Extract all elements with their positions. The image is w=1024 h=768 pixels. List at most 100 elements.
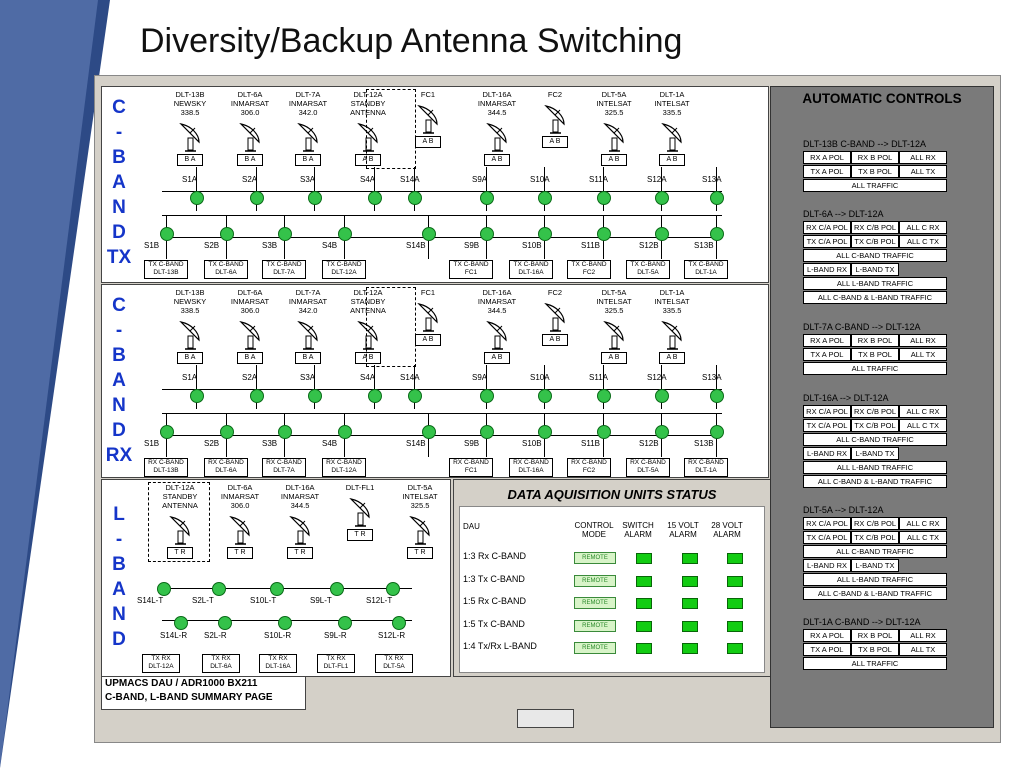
switch-indicator[interactable] [422, 425, 436, 439]
control-button-l-band-tx[interactable]: L-BAND TX [851, 559, 899, 572]
switch-indicator[interactable] [480, 227, 494, 241]
control-button[interactable]: TX C/B POL [851, 531, 899, 544]
switch-indicator[interactable] [220, 425, 234, 439]
switch-indicator[interactable] [408, 389, 422, 403]
switch-indicator[interactable] [538, 425, 552, 439]
switch-indicator[interactable] [538, 389, 552, 403]
switch-indicator[interactable] [308, 191, 322, 205]
control-button-l-band-rx[interactable]: L-BAND RX [803, 263, 851, 276]
switch-indicator[interactable] [368, 191, 382, 205]
control-button-all-c-l-band[interactable]: ALL C-BAND & L-BAND TRAFFIC [803, 475, 947, 488]
switch-indicator[interactable] [597, 425, 611, 439]
control-button-all-l-band[interactable]: ALL L-BAND TRAFFIC [803, 573, 947, 586]
control-button[interactable]: ALL C TX [899, 419, 947, 432]
control-button[interactable]: ALL C RX [899, 517, 947, 530]
switch-indicator[interactable] [655, 227, 669, 241]
control-button[interactable]: RX A POL [803, 334, 851, 347]
blank-button[interactable] [517, 709, 574, 728]
switch-indicator[interactable] [338, 425, 352, 439]
control-button[interactable]: RX C/A POL [803, 405, 851, 418]
control-button-l-band-rx[interactable]: L-BAND RX [803, 559, 851, 572]
switch-indicator[interactable] [160, 425, 174, 439]
control-button[interactable]: RX B POL [851, 151, 899, 164]
switch-indicator[interactable] [368, 389, 382, 403]
switch-indicator[interactable] [278, 227, 292, 241]
control-mode-button[interactable]: REMOTE [574, 597, 616, 609]
control-mode-button[interactable]: REMOTE [574, 574, 616, 587]
switch-indicator[interactable] [655, 425, 669, 439]
control-button[interactable]: TX A POL [803, 165, 851, 178]
control-button[interactable]: RX B POL [851, 629, 899, 642]
control-button[interactable]: ALL RX [899, 334, 947, 347]
switch-indicator[interactable] [157, 582, 171, 596]
control-button[interactable]: TX C/B POL [851, 235, 899, 248]
switch-indicator[interactable] [338, 227, 352, 241]
control-button[interactable]: ALL C TX [899, 235, 947, 248]
switch-indicator[interactable] [338, 616, 352, 630]
switch-indicator[interactable] [278, 616, 292, 630]
control-button-all-traffic[interactable]: ALL TRAFFIC [803, 362, 947, 375]
switch-indicator[interactable] [655, 191, 669, 205]
switch-indicator[interactable] [278, 425, 292, 439]
switch-indicator[interactable] [655, 389, 669, 403]
switch-indicator[interactable] [250, 389, 264, 403]
control-button[interactable]: TX A POL [803, 348, 851, 361]
switch-indicator[interactable] [308, 389, 322, 403]
switch-indicator[interactable] [422, 227, 436, 241]
control-button-all-l-band[interactable]: ALL L-BAND TRAFFIC [803, 277, 947, 290]
control-button[interactable]: RX C/B POL [851, 405, 899, 418]
control-button[interactable]: RX C/B POL [851, 221, 899, 234]
switch-indicator[interactable] [250, 191, 264, 205]
control-button[interactable]: ALL RX [899, 629, 947, 642]
control-button-l-band-tx[interactable]: L-BAND TX [851, 447, 899, 460]
control-button[interactable]: ALL TX [899, 348, 947, 361]
switch-indicator[interactable] [480, 389, 494, 403]
switch-indicator[interactable] [386, 582, 400, 596]
control-button-all-c-l-band[interactable]: ALL C-BAND & L-BAND TRAFFIC [803, 291, 947, 304]
switch-indicator[interactable] [597, 191, 611, 205]
control-button-all-c-band[interactable]: ALL C-BAND TRAFFIC [803, 433, 947, 446]
control-button[interactable]: ALL TX [899, 643, 947, 656]
control-button[interactable]: ALL C RX [899, 405, 947, 418]
switch-indicator[interactable] [480, 191, 494, 205]
control-button[interactable]: ALL C RX [899, 221, 947, 234]
switch-indicator[interactable] [408, 191, 422, 205]
control-button[interactable]: TX B POL [851, 348, 899, 361]
switch-indicator[interactable] [392, 616, 406, 630]
switch-indicator[interactable] [710, 227, 724, 241]
control-button[interactable]: RX C/A POL [803, 221, 851, 234]
control-button[interactable]: TX C/A POL [803, 235, 851, 248]
control-button-l-band-tx[interactable]: L-BAND TX [851, 263, 899, 276]
control-button-all-traffic[interactable]: ALL TRAFFIC [803, 657, 947, 670]
switch-indicator[interactable] [480, 425, 494, 439]
control-button[interactable]: TX B POL [851, 643, 899, 656]
switch-indicator[interactable] [710, 425, 724, 439]
control-mode-button[interactable]: REMOTE [574, 642, 616, 654]
control-button[interactable]: RX B POL [851, 334, 899, 347]
control-button-all-c-band[interactable]: ALL C-BAND TRAFFIC [803, 249, 947, 262]
control-button-all-l-band[interactable]: ALL L-BAND TRAFFIC [803, 461, 947, 474]
control-button-all-c-band[interactable]: ALL C-BAND TRAFFIC [803, 545, 947, 558]
control-button[interactable]: TX B POL [851, 165, 899, 178]
control-button[interactable]: RX A POL [803, 151, 851, 164]
control-button[interactable]: ALL TX [899, 165, 947, 178]
control-button[interactable]: RX C/A POL [803, 517, 851, 530]
switch-indicator[interactable] [220, 227, 234, 241]
switch-indicator[interactable] [710, 389, 724, 403]
switch-indicator[interactable] [710, 191, 724, 205]
control-button[interactable]: ALL RX [899, 151, 947, 164]
control-button[interactable]: RX A POL [803, 629, 851, 642]
switch-indicator[interactable] [190, 191, 204, 205]
switch-indicator[interactable] [538, 227, 552, 241]
switch-indicator[interactable] [174, 616, 188, 630]
switch-indicator[interactable] [212, 582, 226, 596]
control-button-l-band-rx[interactable]: L-BAND RX [803, 447, 851, 460]
control-button[interactable]: TX C/B POL [851, 419, 899, 432]
control-button[interactable]: RX C/B POL [851, 517, 899, 530]
switch-indicator[interactable] [190, 389, 204, 403]
control-button[interactable]: TX C/A POL [803, 419, 851, 432]
control-button-all-c-l-band[interactable]: ALL C-BAND & L-BAND TRAFFIC [803, 587, 947, 600]
switch-indicator[interactable] [270, 582, 284, 596]
switch-indicator[interactable] [160, 227, 174, 241]
control-button[interactable]: ALL C TX [899, 531, 947, 544]
